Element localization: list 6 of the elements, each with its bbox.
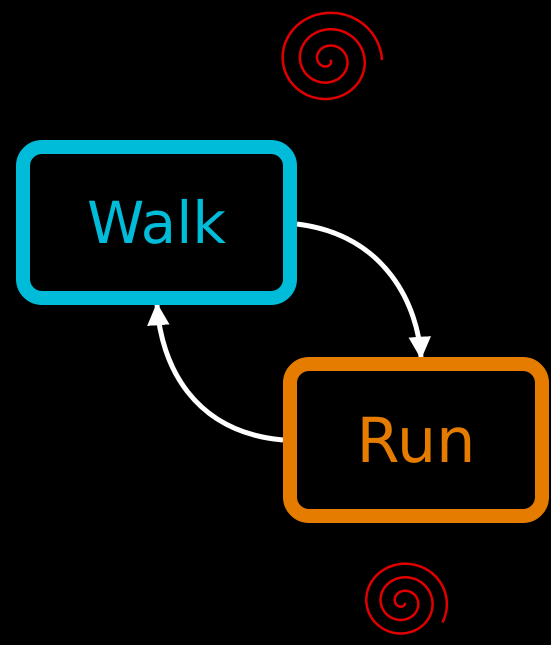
state-box xyxy=(16,140,297,305)
arrow xyxy=(148,302,284,442)
arrow xyxy=(296,222,430,360)
state-label: Walk xyxy=(87,188,226,256)
state-box xyxy=(283,357,549,523)
state-label: Run xyxy=(356,404,476,476)
